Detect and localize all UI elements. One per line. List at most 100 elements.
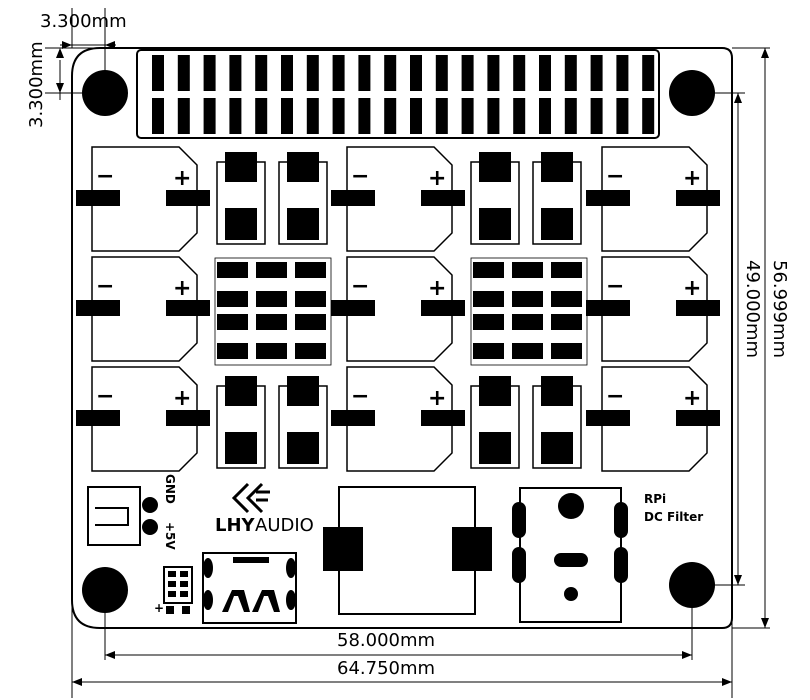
gpio-pad: [616, 55, 629, 91]
usb-mount-pad: [252, 590, 280, 612]
smd-pad: [256, 314, 287, 330]
minus-label: −: [96, 274, 114, 299]
regulator-tab-pad: [541, 152, 573, 182]
gpio-header: [136, 49, 660, 139]
regulator: [470, 376, 520, 469]
smd-pad: [256, 262, 287, 278]
logo-mark: [231, 482, 270, 514]
small-pin-block-outline: [163, 566, 193, 604]
capacitor-pad-negative: [331, 190, 375, 206]
dim-board-width: 64.750mm: [337, 658, 435, 679]
dc-jack-pin: [512, 547, 526, 583]
plus-label: +: [173, 386, 191, 411]
arrowhead: [761, 48, 769, 58]
small-pin-block: +: [154, 566, 193, 615]
capacitor-pad-positive: [421, 190, 465, 206]
capacitor-outline: [91, 366, 198, 472]
inductor-pad-left: [323, 527, 363, 571]
smd-pad: [551, 291, 582, 307]
gpio-pad: [435, 55, 448, 91]
gpio-pad: [642, 98, 655, 134]
gpio-pad: [590, 98, 603, 134]
plus5v-label: +5V: [163, 522, 177, 550]
small-pin: [168, 581, 176, 587]
gpio-pad: [513, 55, 526, 91]
gpio-pad: [358, 55, 371, 91]
arrowhead: [62, 41, 72, 49]
capacitor-pad-positive: [676, 300, 720, 316]
usb-shell-pad: [286, 590, 296, 610]
dim-board-height: 56.999mm: [769, 260, 790, 358]
smd-pad: [512, 262, 543, 278]
plus-label: +: [683, 386, 701, 411]
gpio-pad: [461, 98, 474, 134]
small-pin: [168, 571, 176, 577]
small-pad: [182, 606, 190, 614]
regulator-pin-pad: [541, 432, 573, 464]
gpio-pad: [229, 98, 242, 134]
plus-label: +: [428, 166, 446, 191]
capacitor: −+: [331, 256, 465, 362]
gpio-pad: [229, 55, 242, 91]
smd-pad: [217, 314, 248, 330]
dc-filter-label: DC Filter: [644, 510, 703, 524]
regulator-pin-pad: [287, 208, 319, 240]
gpio-pad: [281, 55, 293, 91]
regulator: [532, 152, 582, 245]
gpio-pad: [539, 98, 551, 134]
smd-pad: [295, 343, 326, 359]
capacitor-outline: [91, 256, 198, 362]
capacitor-pad-negative: [76, 410, 120, 426]
regulator-pin-pad: [225, 432, 257, 464]
capacitor-pad-negative: [76, 190, 120, 206]
capacitor-outline: [346, 146, 453, 252]
rpi-label: RPi: [644, 492, 666, 506]
gpio-pad: [384, 98, 397, 134]
brand-logo: LHY AUDIO: [215, 482, 314, 536]
mounting-hole-bottom-left: [82, 567, 128, 613]
regulator-pin-pad: [479, 208, 511, 240]
small-plus-label: +: [154, 601, 164, 615]
gpio-pad: [564, 98, 577, 134]
dim-hole-spacing-x: 58.000mm: [337, 630, 435, 651]
smd-pad: [551, 314, 582, 330]
capacitor-outline: [346, 256, 453, 362]
dimension-lines: [45, 8, 770, 698]
smd-array: [214, 257, 332, 366]
usb-shell-pad: [203, 558, 213, 578]
regulator: [532, 376, 582, 469]
capacitor-outline: [91, 146, 198, 252]
regulator-components: [216, 152, 582, 469]
smd-pad: [256, 343, 287, 359]
smd-pad: [295, 314, 326, 330]
dc-jack-pin: [564, 587, 578, 601]
plus-label: +: [683, 276, 701, 301]
capacitor-pad-negative: [76, 300, 120, 316]
gpio-pad: [564, 55, 577, 91]
regulator: [278, 152, 328, 245]
plus-label: +: [428, 276, 446, 301]
small-pad: [166, 606, 174, 614]
mounting-hole-bottom-right: [669, 562, 715, 608]
dc-jack-pin: [554, 553, 588, 567]
board-outline: [71, 47, 733, 629]
capacitor-pad-positive: [421, 300, 465, 316]
gpio-pad: [435, 98, 448, 134]
regulator-tab-pad: [225, 376, 257, 406]
plus-label: +: [683, 166, 701, 191]
gpio-pad: [177, 98, 190, 134]
usb-outline: [202, 552, 297, 624]
regulator-pin-pad: [541, 208, 573, 240]
gpio-pad: [177, 55, 190, 91]
capacitor-pad-positive: [421, 410, 465, 426]
usb-shell-pad: [286, 558, 296, 578]
brand-audio: AUDIO: [255, 515, 314, 536]
minus-label: −: [351, 274, 369, 299]
dc-jack-pin: [558, 493, 584, 519]
smd-pad: [551, 262, 582, 278]
power-pin-5v: [142, 519, 158, 535]
arrowhead: [56, 83, 64, 93]
capacitor: −+: [76, 146, 210, 252]
arrowhead: [722, 678, 732, 686]
gpio-pad: [461, 55, 474, 91]
